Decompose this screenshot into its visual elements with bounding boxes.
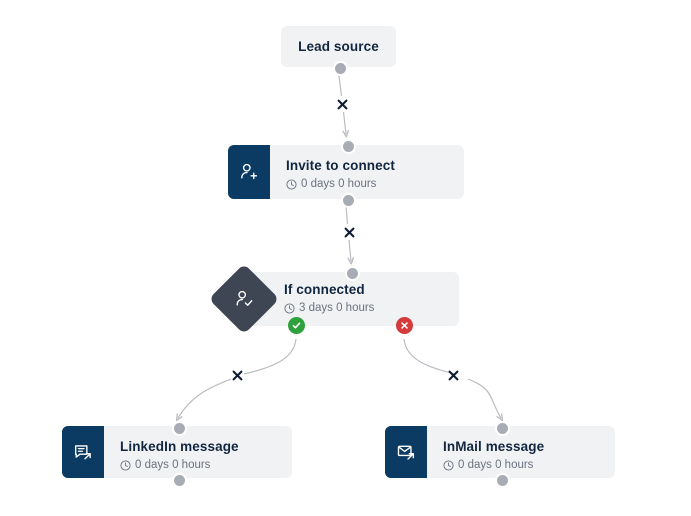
edge-remove-x-no-to-inmail[interactable] (447, 369, 460, 382)
edge-path-yes-to-linkedin-tail (175, 378, 232, 422)
remove-x-icon (337, 99, 348, 110)
node-inmail-message-body: InMail message 0 days 0 hours (443, 438, 544, 472)
branch-badge-no[interactable] (396, 317, 413, 334)
node-lead-source[interactable]: Lead source (281, 26, 396, 67)
envelope-arrow-icon (397, 445, 415, 460)
port-linkedin-message-out[interactable] (172, 473, 187, 488)
node-invite-to-connect-body: Invite to connect 0 days 0 hours (286, 157, 395, 191)
edge-path-yes-to-linkedin (243, 338, 297, 375)
node-invite-to-connect-title: Invite to connect (286, 158, 395, 173)
x-icon (401, 322, 408, 329)
node-linkedin-message-delay: 0 days 0 hours (120, 458, 239, 472)
node-invite-to-connect[interactable]: Invite to connect 0 days 0 hours (228, 145, 464, 199)
port-invite-to-connect-in[interactable] (341, 139, 356, 154)
node-if-connected-body: If connected 3 days 0 hours (284, 281, 374, 315)
node-invite-to-connect-delay: 0 days 0 hours (286, 177, 395, 191)
node-lead-source-title: Lead source (298, 39, 379, 54)
chat-bubble-arrow-icon (74, 445, 91, 460)
edge-remove-x-yes-to-linkedin[interactable] (231, 369, 244, 382)
node-inmail-message-delay: 0 days 0 hours (443, 458, 544, 472)
node-if-connected-diamond-inner (233, 288, 255, 310)
port-inmail-message-in[interactable] (495, 421, 510, 436)
node-if-connected-delay-text: 3 days 0 hours (299, 302, 375, 314)
node-linkedin-message-delay-text: 0 days 0 hours (135, 459, 211, 471)
node-linkedin-message-icon-box (62, 426, 104, 478)
clock-icon (286, 178, 297, 190)
person-add-icon (241, 163, 258, 180)
port-linkedin-message-in[interactable] (172, 421, 187, 436)
remove-x-icon (232, 370, 243, 381)
node-if-connected-title: If connected (284, 282, 365, 297)
edge-path-no-to-inmail-tail (467, 378, 504, 422)
edge-remove-x-lead-to-invite[interactable] (336, 98, 349, 111)
remove-x-icon (344, 227, 355, 238)
person-check-icon (236, 290, 253, 306)
node-inmail-message-title: InMail message (443, 439, 545, 454)
port-invite-to-connect-out[interactable] (341, 193, 356, 208)
node-if-connected-diamond[interactable] (208, 263, 280, 335)
remove-x-icon (448, 370, 459, 381)
port-inmail-message-out[interactable] (495, 473, 510, 488)
node-if-connected-delay: 3 days 0 hours (284, 301, 374, 315)
node-invite-to-connect-icon-box (228, 145, 270, 199)
node-invite-to-connect-delay-text: 0 days 0 hours (301, 178, 377, 190)
port-if-connected-in[interactable] (345, 266, 360, 281)
port-lead-source-out[interactable] (333, 61, 348, 76)
node-inmail-message-icon-box (385, 426, 427, 478)
clock-icon (443, 459, 454, 471)
clock-icon (120, 459, 131, 471)
node-linkedin-message-body: LinkedIn message 0 days 0 hours (120, 438, 239, 472)
edge-remove-x-invite-to-condition[interactable] (343, 226, 356, 239)
node-linkedin-message-title: LinkedIn message (120, 439, 239, 454)
clock-icon (284, 302, 295, 314)
check-icon (292, 322, 301, 329)
branch-badge-yes[interactable] (288, 317, 305, 334)
node-inmail-message-delay-text: 0 days 0 hours (458, 459, 534, 471)
